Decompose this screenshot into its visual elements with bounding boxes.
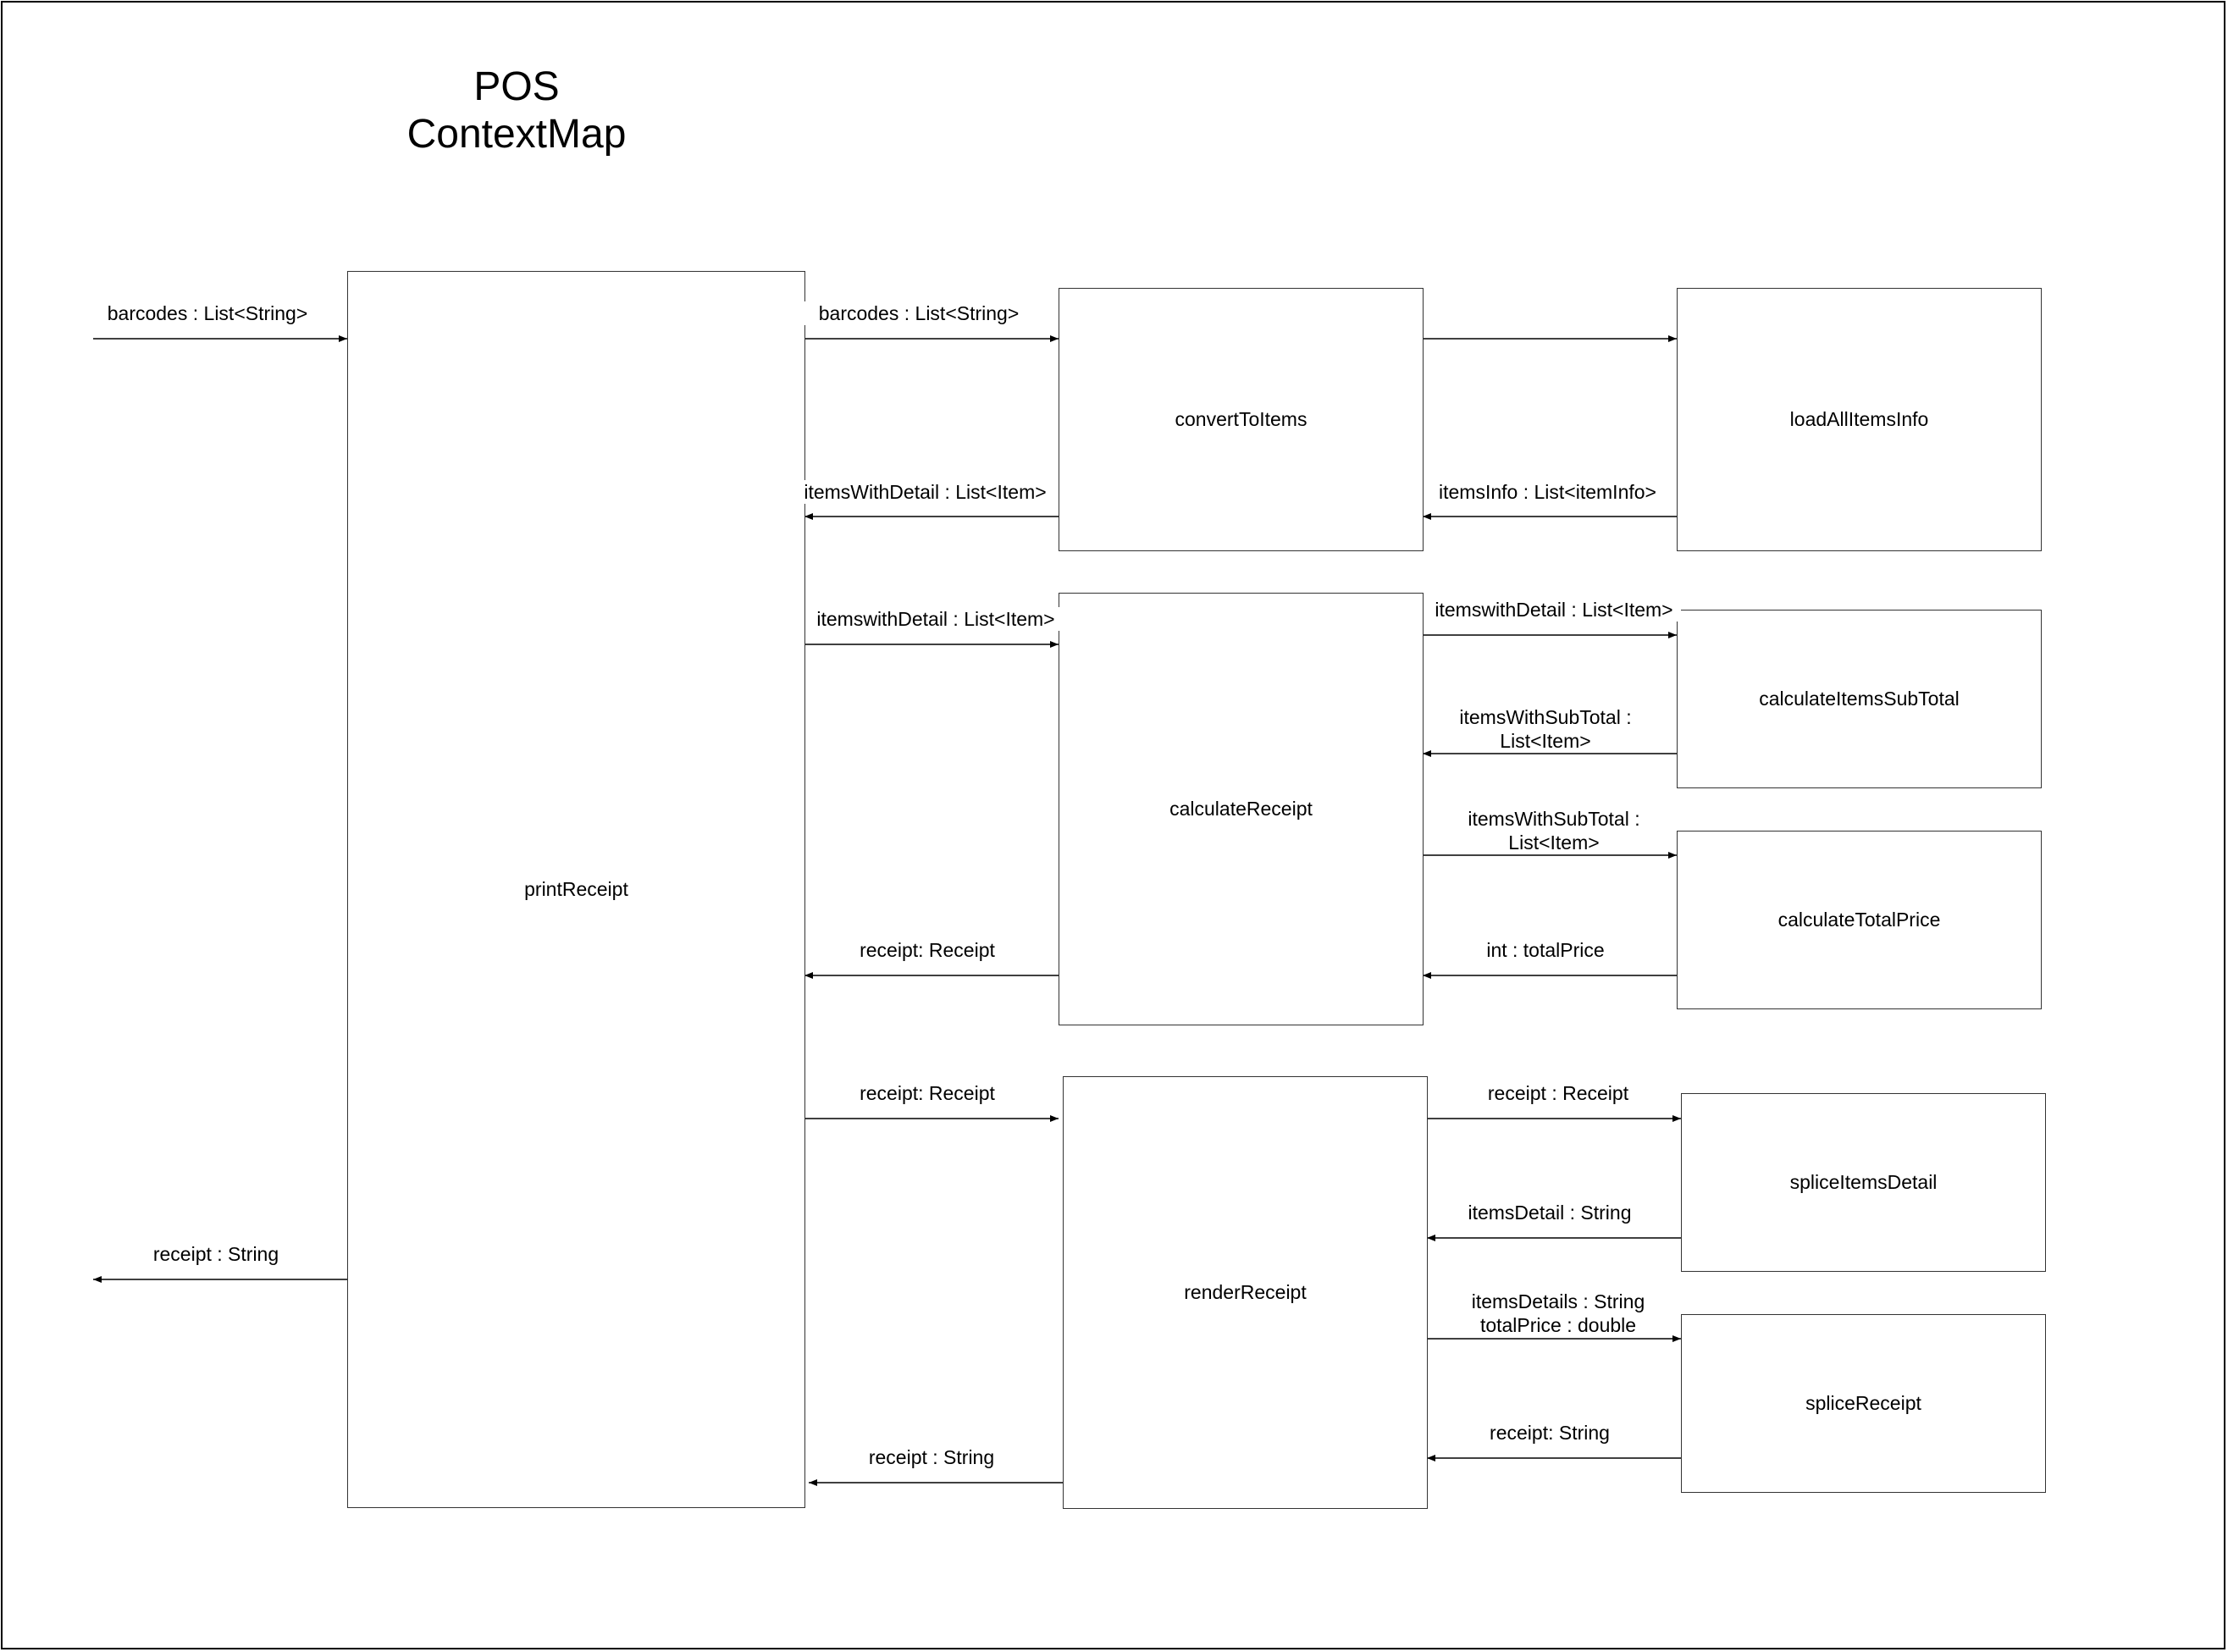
label-to-convert: barcodes : List<String> — [804, 301, 1033, 325]
label-from-splice-items: itemsDetail : String — [1452, 1201, 1647, 1224]
label-input-barcodes: barcodes : List<String> — [93, 301, 322, 325]
box-calculate-receipt: calculateReceipt — [1059, 593, 1424, 1025]
label-to-totalprice-line-2: List<Item> — [1508, 832, 1600, 854]
box-print-receipt: printReceipt — [347, 271, 805, 1508]
box-load-all-items-info: loadAllItemsInfo — [1677, 288, 2042, 551]
box-calculate-items-subtotal: calculateItemsSubTotal — [1677, 610, 2042, 788]
box-calculate-total-price: calculateTotalPrice — [1677, 831, 2042, 1009]
box-splice-items-detail: spliceItemsDetail — [1681, 1093, 2046, 1272]
box-splice-receipt: spliceReceipt — [1681, 1314, 2046, 1493]
label-to-totalprice: itemsWithSubTotal : List<Item> — [1448, 807, 1660, 854]
label-from-load: itemsInfo : List<itemInfo> — [1427, 480, 1668, 504]
label-from-subtotal-line-1: itemsWithSubTotal : — [1459, 706, 1632, 728]
box-render-receipt: renderReceipt — [1063, 1076, 1428, 1509]
label-to-subtotal: itemswithDetail : List<Item> — [1427, 598, 1681, 622]
label-to-calculate: itemswithDetail : List<Item> — [809, 607, 1063, 631]
label-to-render: receipt: Receipt — [834, 1081, 1020, 1105]
label-to-splice-receipt-line-2: totalPrice : double — [1479, 1314, 1637, 1336]
label-to-splice-items: receipt : Receipt — [1461, 1081, 1656, 1105]
label-from-convert: itemsWithDetail : List<Item> — [796, 480, 1054, 504]
title-line-1: POS — [473, 64, 560, 109]
title-line-2: ContextMap — [406, 112, 627, 157]
label-to-splice-receipt: itemsDetails : String totalPrice : doubl… — [1452, 1290, 1664, 1337]
label-from-subtotal: itemsWithSubTotal : List<Item> — [1440, 705, 1651, 753]
diagram-title: POS ContextMap — [373, 64, 661, 158]
label-to-splice-receipt-line-1: itemsDetails : String — [1471, 1290, 1645, 1312]
box-convert-to-items: convertToItems — [1059, 288, 1424, 551]
label-output-receipt: receipt : String — [110, 1242, 322, 1266]
label-from-totalprice: int : totalPrice — [1448, 938, 1643, 962]
label-from-splice-receipt: receipt: String — [1465, 1421, 1634, 1445]
label-from-render: receipt : String — [838, 1445, 1025, 1469]
label-to-totalprice-line-1: itemsWithSubTotal : — [1468, 808, 1640, 830]
label-from-calculate: receipt: Receipt — [834, 938, 1020, 962]
label-from-subtotal-line-2: List<Item> — [1500, 730, 1591, 752]
